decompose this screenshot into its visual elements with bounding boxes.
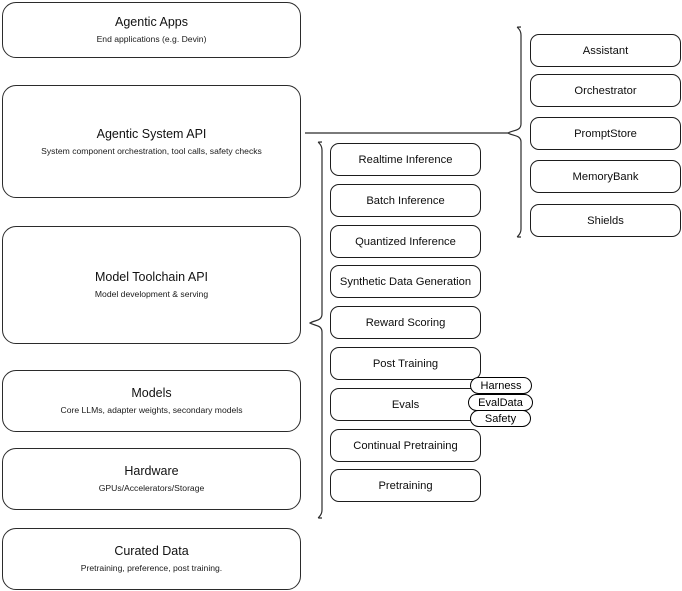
component-box-promptstore[interactable]: PromptStore (530, 117, 681, 150)
layer-box-agentic-system-api[interactable]: Agentic System API System component orch… (2, 85, 301, 198)
layer-box-agentic-apps[interactable]: Agentic Apps End applications (e.g. Devi… (2, 2, 301, 58)
layer-title: Agentic Apps (115, 15, 188, 29)
eval-badge-safety[interactable]: Safety (470, 410, 531, 427)
layer-title: Curated Data (114, 544, 189, 558)
capability-box-reward-scoring[interactable]: Reward Scoring (330, 306, 481, 339)
layer-title: Agentic System API (96, 126, 207, 141)
layer-subtitle: GPUs/Accelerators/Storage (98, 483, 205, 493)
capability-box-batch-inference[interactable]: Batch Inference (330, 184, 481, 217)
layer-box-hardware[interactable]: Hardware GPUs/Accelerators/Storage (2, 448, 301, 510)
component-box-shields[interactable]: Shields (530, 204, 681, 237)
capability-box-synthetic-data-generation[interactable]: Synthetic Data Generation (330, 265, 481, 298)
layer-title: Model Toolchain API (94, 270, 209, 284)
right-curly-brace (506, 26, 522, 238)
component-box-orchestrator[interactable]: Orchestrator (530, 74, 681, 107)
layer-title: Hardware (124, 464, 179, 478)
capability-box-evals[interactable]: Evals (330, 388, 481, 421)
layer-subtitle: End applications (e.g. Devin) (96, 34, 207, 44)
eval-badge-harness[interactable]: Harness (470, 377, 532, 394)
layer-box-model-toolchain-api[interactable]: Model Toolchain API Model development & … (2, 226, 301, 344)
layer-title: Models (131, 386, 172, 400)
layer-subtitle: System component orchestration, tool cal… (41, 145, 262, 156)
capability-box-continual-pretraining[interactable]: Continual Pretraining (330, 429, 481, 462)
left-curly-brace (308, 141, 323, 519)
component-box-assistant[interactable]: Assistant (530, 34, 681, 67)
eval-badge-evaldata[interactable]: EvalData (468, 394, 533, 411)
layer-subtitle: Core LLMs, adapter weights, secondary mo… (60, 405, 243, 415)
component-box-memorybank[interactable]: MemoryBank (530, 160, 681, 193)
layer-box-models[interactable]: Models Core LLMs, adapter weights, secon… (2, 370, 301, 432)
layer-subtitle: Pretraining, preference, post training. (80, 563, 223, 573)
layer-subtitle: Model development & serving (94, 289, 209, 299)
layer-box-curated-data[interactable]: Curated Data Pretraining, preference, po… (2, 528, 301, 590)
capability-box-post-training[interactable]: Post Training (330, 347, 481, 380)
capability-box-realtime-inference[interactable]: Realtime Inference (330, 143, 481, 176)
capability-box-pretraining[interactable]: Pretraining (330, 469, 481, 502)
capability-box-quantized-inference[interactable]: Quantized Inference (330, 225, 481, 258)
